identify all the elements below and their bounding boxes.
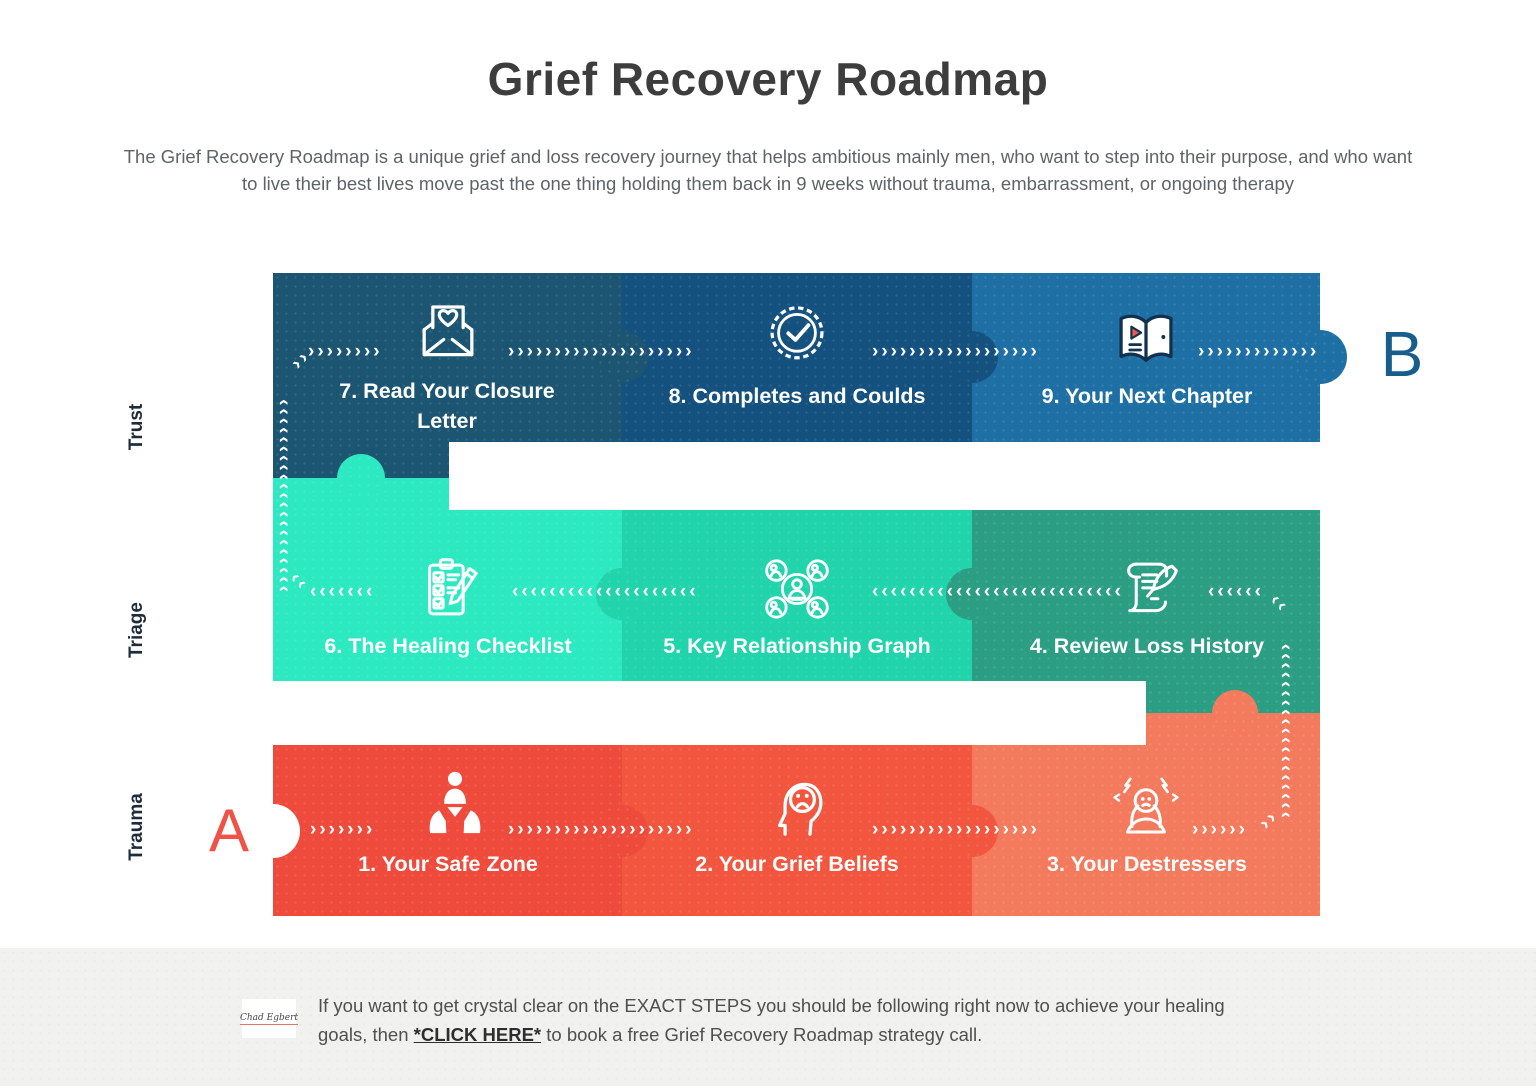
chevron-arrow: ‹‹‹‹‹‹‹‹‹‹‹‹‹‹‹‹‹‹‹‹ [512,582,699,602]
step-5-block [622,510,972,681]
footer-cta-link[interactable]: *CLICK HERE* [413,1024,542,1045]
step-2-block [622,745,972,916]
chevron-arrow: ›››››››››››››››››››› [508,820,695,840]
scroll-quill-icon [1107,550,1185,628]
step-4-block [972,510,1320,681]
footer-cta-before: If you want to get crystal clear on the … [318,995,1225,1045]
footer-cta-after: to book a free Grief Recovery Roadmap st… [541,1024,983,1045]
step-5-label: 5. Key Relationship Graph [663,634,931,658]
step-6-label: 6. The Healing Checklist [324,634,572,658]
sad-head-profile-icon [758,767,836,845]
step-7-label: 7. Read Your Closure Letter [339,379,555,433]
chevron-arrow: ‹‹‹‹‹‹‹‹‹‹‹‹‹‹‹‹‹‹‹‹‹‹‹‹‹‹‹ [872,582,1124,602]
puzzle-knob-5-6 [596,568,648,620]
page-title: Grief Recovery Roadmap [487,53,1049,105]
puzzle-knob-7-8 [596,331,648,383]
chevron-arrow: ››››››››››››› [1198,342,1320,362]
step-4-label: 4. Review Loss History [1029,634,1265,658]
chevron-arrow: ›››››››› [308,342,383,362]
brand-signature: Chad Egbert [240,1012,299,1025]
marker-a: A [208,797,250,864]
row-label-triage: Triage [126,602,147,658]
puzzle-knob-3-4 [1212,690,1258,736]
page-subtitle: The Grief Recovery Roadmap is a unique g… [123,146,1413,194]
step-3-block [972,745,1320,916]
open-book-play-icon [1107,298,1185,376]
step-8-label: 8. Completes and Coulds [668,384,926,408]
brand-logo: Chad Egbert [240,999,299,1038]
chevron-arrow: ›››››››››››››››››› [872,342,1040,362]
footer-cta-text: If you want to get crystal clear on the … [318,991,1270,1049]
hands-holding-person-icon [416,767,494,845]
checklist-pencil-icon [409,550,487,628]
puzzle-knob-6-7 [337,454,385,502]
people-network-icon [758,550,836,628]
badge-check-icon [758,296,836,374]
step-6-block [273,510,622,681]
chevron-arrow: ‹‹‹‹‹‹‹ [310,582,376,602]
chevron-arrow: ›››››› [1192,820,1248,840]
chevron-arrow: ›››››››››››››››››› [872,820,1040,840]
row-label-trauma: Trauma [126,793,147,861]
step-3-label: 3. Your Destressers [1047,852,1247,876]
step-1-label: 1. Your Safe Zone [358,852,538,876]
chevron-arrow: ›››››››››››››››››››› [508,342,695,362]
step-1-block [273,745,622,916]
puzzle-knob-8-9 [946,331,998,383]
chevron-arrow: ‹‹‹‹‹‹ [1208,582,1264,602]
puzzle-knob-4-5 [946,568,998,620]
marker-b: B [1380,318,1424,390]
step-6-connector-extension [273,478,449,511]
puzzle-knob-9-end [1293,330,1347,384]
row-label-trust: Trust [126,403,147,451]
love-letter-envelope-icon [409,294,487,372]
step-8-block [622,273,972,442]
puzzle-socket-start [246,804,300,858]
stressed-person-icon [1107,767,1185,845]
puzzle-knob-2-3 [946,805,998,857]
step-2-label: 2. Your Grief Beliefs [695,852,899,876]
chevron-arrow-up-left: ››››››››››››››››››››› [274,396,294,592]
puzzle-knob-1-2 [596,805,648,857]
step-9-label: 9. Your Next Chapter [1041,384,1253,408]
chevron-arrow: ››››››› [310,820,376,840]
step-7-block [273,273,622,442]
